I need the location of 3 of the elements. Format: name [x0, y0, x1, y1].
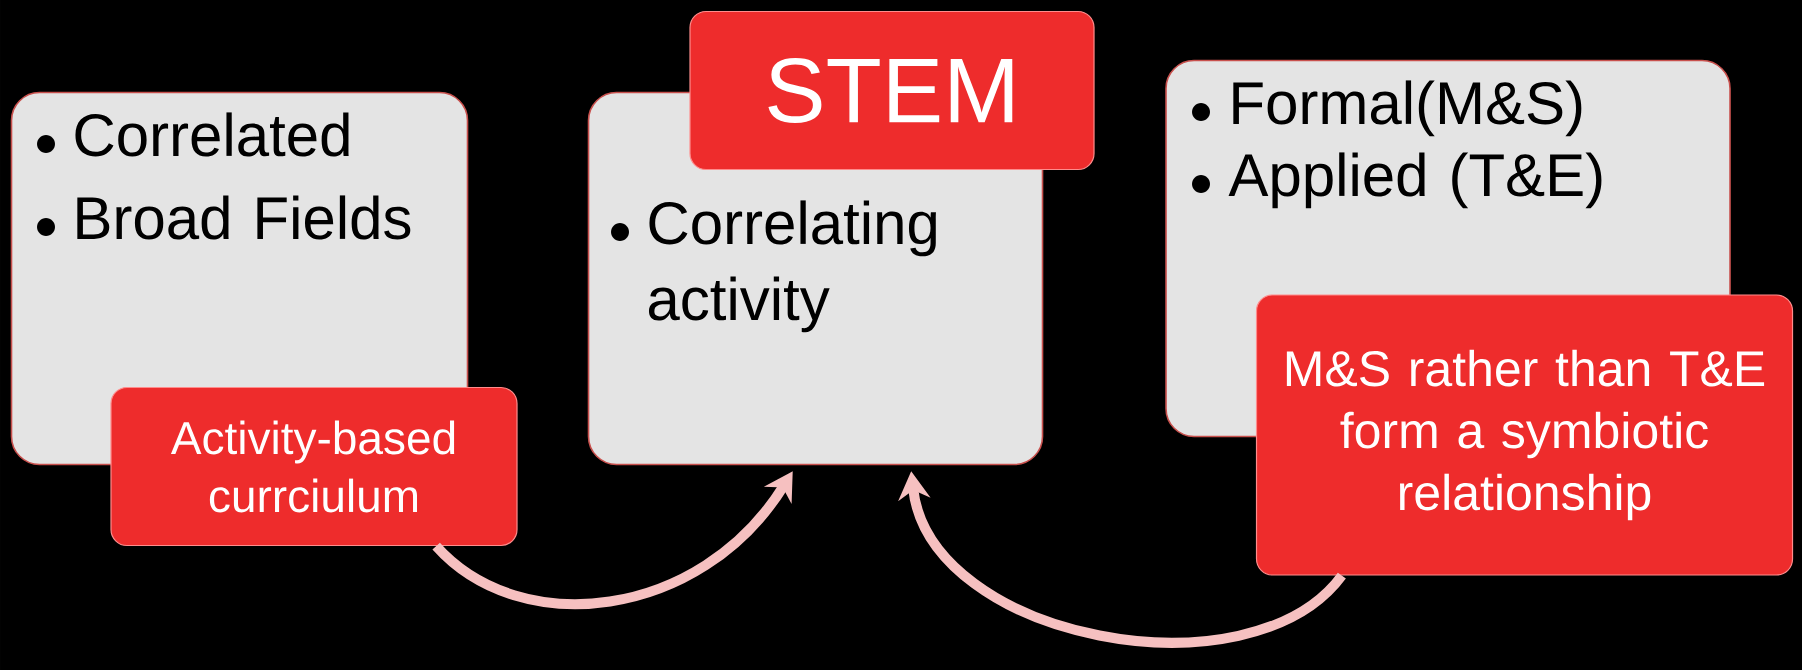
title-box: STEM: [689, 10, 1095, 171]
callout-box: Activity-based currciulum: [110, 386, 518, 547]
callout-box: M&S rather than T&E form a symbiotic relationship: [1255, 294, 1794, 576]
